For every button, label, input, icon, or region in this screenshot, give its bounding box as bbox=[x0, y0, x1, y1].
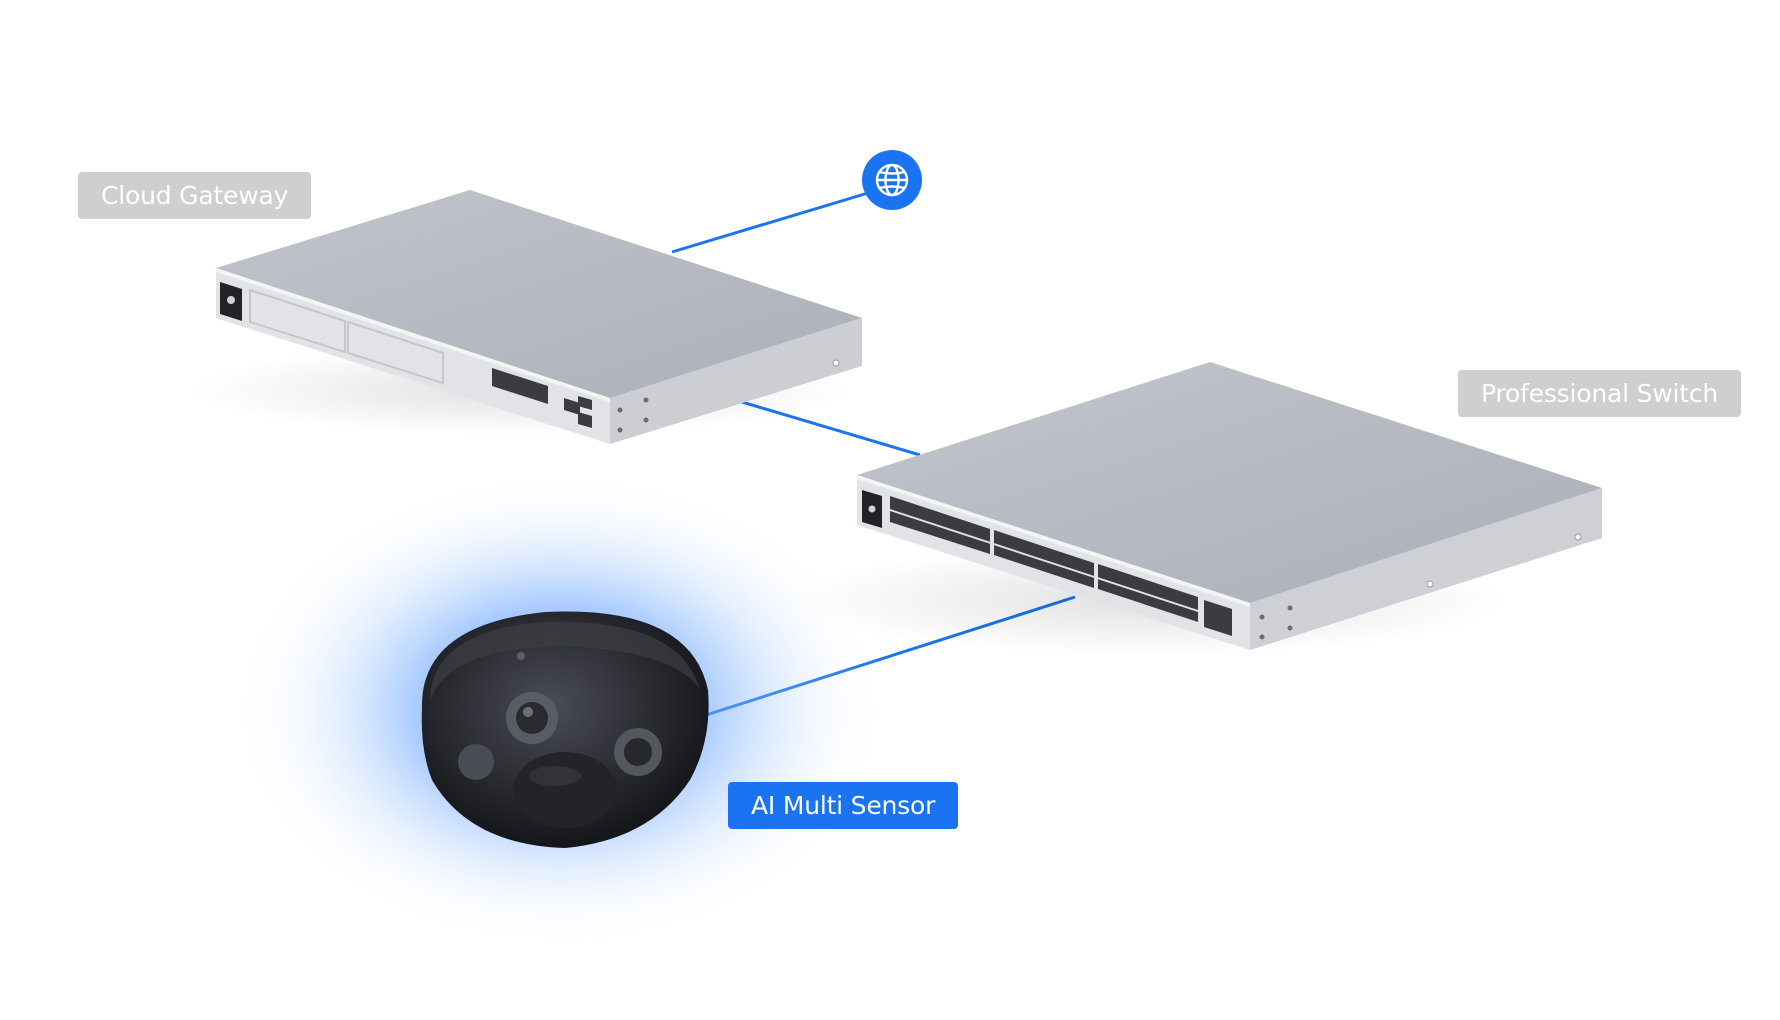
switch-ports bbox=[890, 496, 1232, 636]
gateway-ports bbox=[492, 368, 592, 428]
internet-node bbox=[862, 150, 922, 210]
globe-icon bbox=[875, 163, 909, 197]
professional-switch-label: Professional Switch bbox=[1458, 370, 1742, 417]
ai-multi-sensor-label: AI Multi Sensor bbox=[728, 782, 959, 829]
cloud-gateway-device bbox=[190, 190, 862, 444]
ai-multi-sensor-device bbox=[230, 470, 890, 950]
cloud-gateway-label: Cloud Gateway bbox=[78, 172, 312, 219]
professional-switch-device bbox=[790, 362, 1602, 655]
link-gateway-internet bbox=[671, 191, 869, 254]
